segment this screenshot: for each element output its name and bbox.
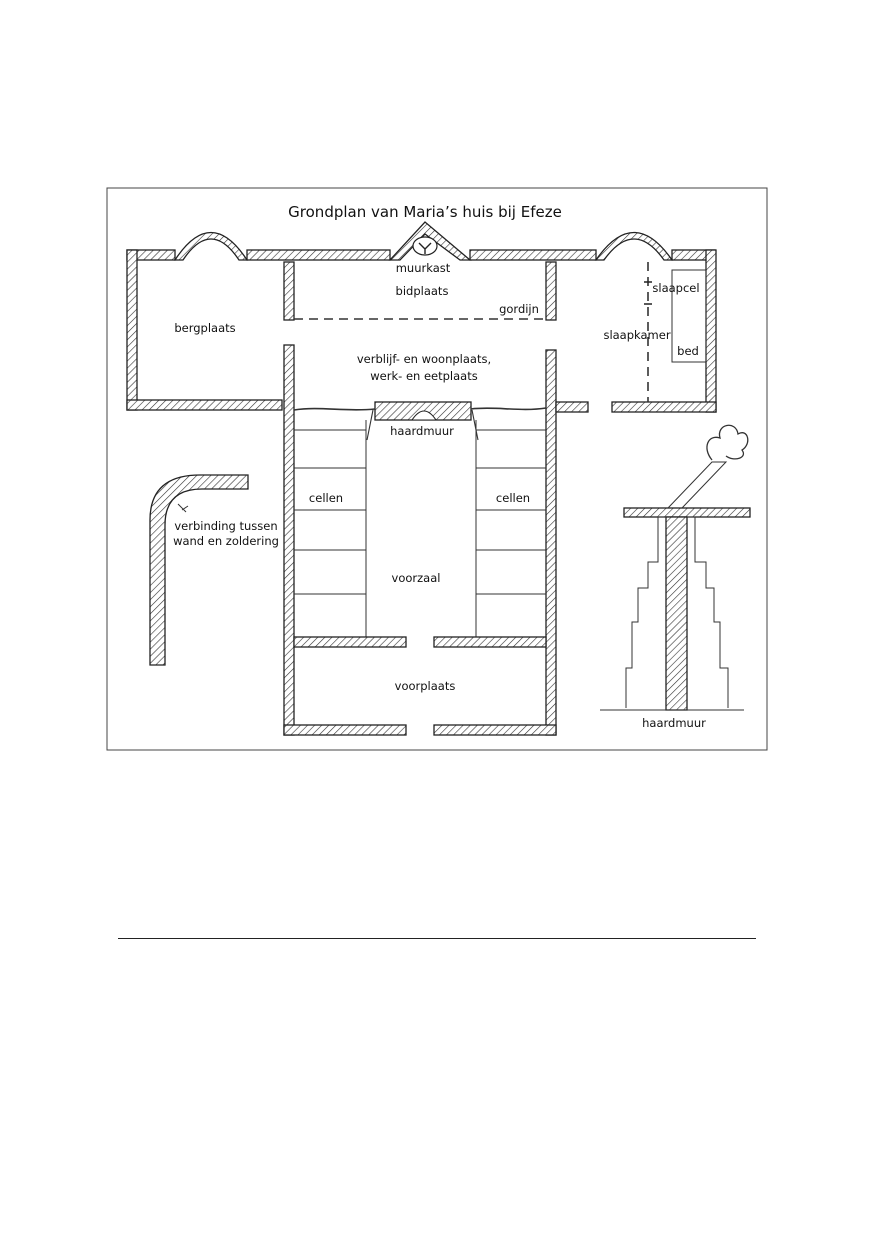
label-voorzaal: voorzaal [392,571,441,585]
hearth-wall-plan [293,401,547,441]
label-woonplaats-1: verblijf- en woonplaats, [357,352,491,366]
label-voorplaats: voorplaats [395,679,456,693]
label-cellen-right: cellen [496,491,530,505]
label-bidplaats: bidplaats [396,284,449,298]
figure-frame [106,187,768,751]
cells-left [294,420,367,640]
label-slaapcel: slaapcel [652,281,699,295]
label-slaapkamer: slaapkamer [603,328,670,342]
label-cellen-left: cellen [309,491,343,505]
label-woonplaats-2: werk- en eetplaats [370,369,477,383]
wall-left-upper [283,261,295,321]
smoke-icon [706,424,749,461]
wall-ceiling-connection-detail [149,474,249,666]
label-verbinding-2: wand en zoldering [173,534,279,548]
muurkast-symbol [412,236,438,256]
wall-right-upper [545,261,557,321]
wall-left-long [283,344,295,736]
bergplaats-walls [126,249,283,411]
label-bed: bed [677,344,699,358]
top-wall [126,221,716,261]
wall-stub-right [555,401,589,413]
label-verbinding-1: verbinding tussen [174,519,277,533]
wall-right-long [545,349,557,736]
hearth-elevation [600,424,751,711]
label-muurkast: muurkast [396,261,451,275]
voorzaal-front-wall [293,636,547,648]
label-gordijn: gordijn [499,302,539,316]
label-bergplaats: bergplaats [174,321,235,335]
plan-title: Grondplan van Maria’s huis bij Efeze [288,203,562,221]
voorplaats-bottom-wall [283,724,557,736]
label-haardmuur-plan: haardmuur [390,424,454,438]
label-haardmuur-elevation: haardmuur [642,716,706,730]
slaapkamer-walls [611,249,717,413]
cells-right [475,420,546,640]
footnote-divider [118,938,756,939]
